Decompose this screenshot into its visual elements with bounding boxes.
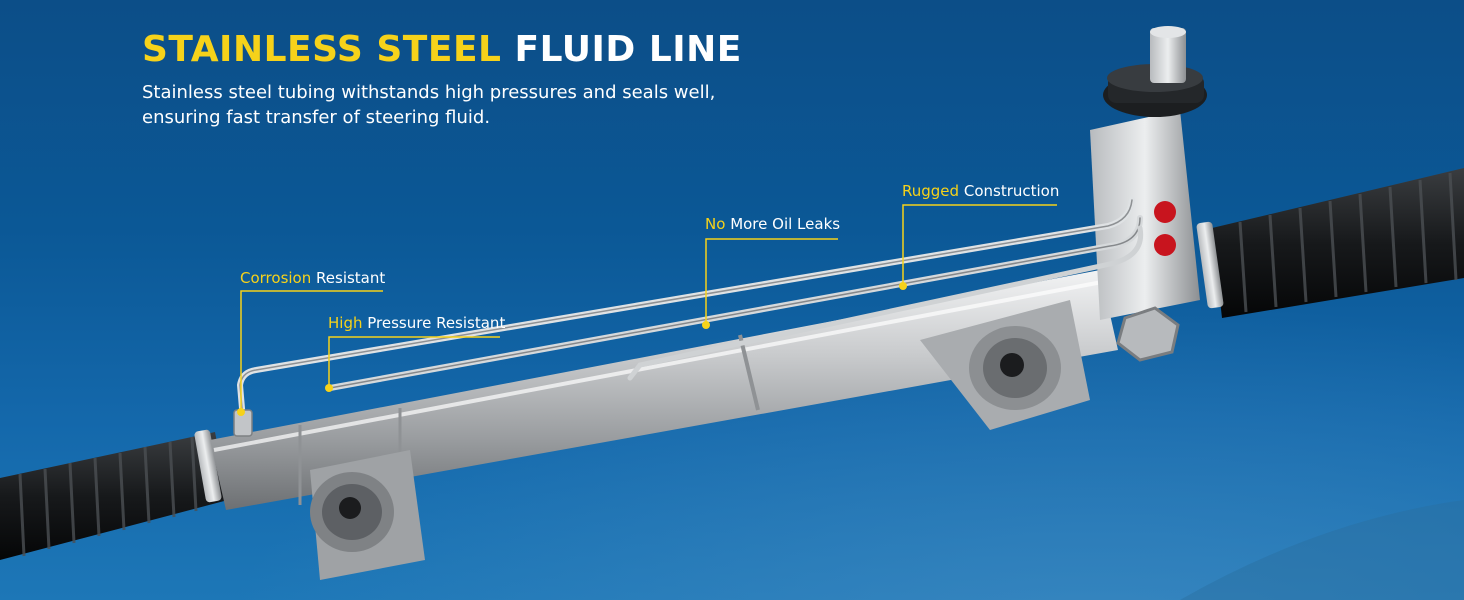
hex-plug [1116,306,1180,362]
red-port-top [1154,201,1176,223]
left-mount-bushing [310,450,425,580]
stainless-fluid-lines [236,197,1144,423]
red-port-bottom [1154,234,1176,256]
subtitle: Stainless steel tubing withstands high p… [142,80,762,130]
right-mount-bushing [920,300,1090,430]
headline-accent: STAINLESS STEEL [142,29,502,70]
left-bellows-boot [0,432,228,560]
callout-accent: No [705,215,726,233]
callout-dots [237,282,907,416]
callout-high-pressure-resistant: High Pressure Resistant [328,313,505,333]
callout-accent: High [328,314,363,332]
callout-text: Pressure Resistant [367,314,506,332]
callout-leaders [240,204,1057,412]
callout-rugged-construction: Rugged Construction [902,181,1059,201]
input-shaft [1150,28,1186,83]
subtitle-line-2: ensuring fast transfer of steering fluid… [142,107,491,128]
right-bellows-boot [1212,168,1464,318]
callout-text: More Oil Leaks [730,215,841,233]
callout-corrosion-resistant: Corrosion Resistant [240,268,385,288]
distant-hill [1180,500,1464,600]
callout-text: Construction [963,182,1060,200]
valve-body [1090,26,1207,362]
callout-accent: Rugged [902,182,960,200]
callout-no-more-oil-leaks: No More Oil Leaks [705,214,840,234]
callout-accent: Corrosion [240,269,312,287]
headline: STAINLESS STEEL FLUID LINE [142,28,742,72]
subtitle-line-1: Stainless steel tubing withstands high p… [142,82,716,103]
headline-rest: FLUID LINE [514,29,742,70]
callout-text: Resistant [316,269,386,287]
right-boot-clamp [1196,221,1224,309]
left-boot-clamp [194,429,222,503]
